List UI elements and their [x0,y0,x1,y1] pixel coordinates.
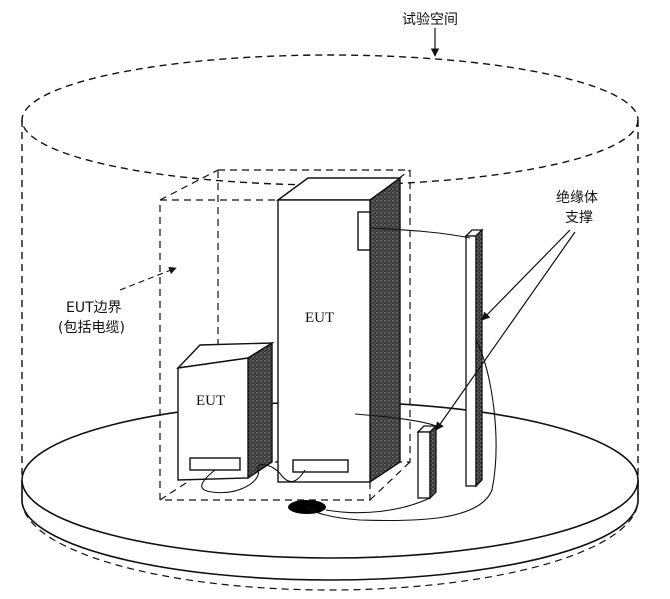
eut-tall-panel [357,211,371,251]
insulating-support-tall [464,228,484,488]
cable-support-down [306,339,497,522]
eut-small-label: EUT [196,393,225,409]
eut-boundary-label-line2: (包括电缆) [58,320,125,336]
eut-tall-label: EUT [305,310,334,326]
eut-tall-vent [292,459,349,473]
eut-tall-cabinet [275,176,403,484]
cable-short-support-to-hole [325,497,431,514]
eut-boundary-leader [119,266,177,291]
insulating-support-leader-short [435,231,576,431]
cable-panel-to-support [369,227,471,239]
cables [201,227,497,522]
insulating-support-label-line2: 支撑 [565,210,593,226]
insulating-support-leader-tall [481,229,571,321]
cable-between-euts [201,464,306,494]
eut-boundary-label-line1: EUT边界 [66,300,122,316]
eut-small-vent [189,457,241,471]
turntable-lower-dashed-edge [21,499,639,591]
insulating-support-short [416,424,438,500]
cable-eut-to-short-support [354,413,437,427]
insulating-support-label-line1: 绝缘体 [556,190,598,206]
test-space-label: 试验空间 [402,12,458,28]
eut-small-cabinet [176,341,275,481]
